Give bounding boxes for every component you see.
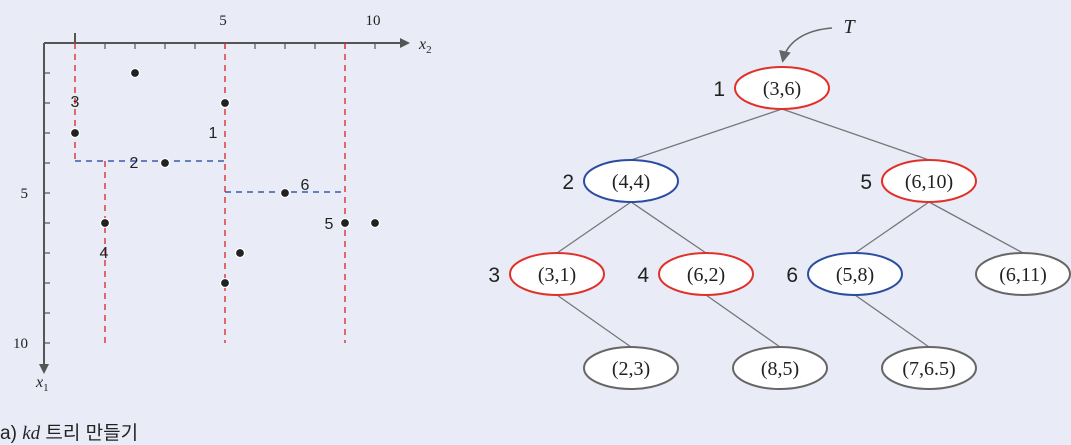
tree-node-ellipse [881,159,977,203]
tree-edge [928,201,1024,254]
split-order-label-4: 4 [100,245,109,262]
tree-node-order: 6 [786,264,798,287]
caption-suffix: 트리 만들기 [40,423,139,444]
x1-axis-label: x1 [35,374,49,394]
tree-node-n8: (2,3) [583,346,679,390]
tree-node-label: (6,11) [999,264,1047,286]
tree-node-label: (3,1) [538,264,576,286]
tree-node-ellipse [583,159,679,203]
split-order-label-6: 6 [301,177,310,194]
x2-tick-label: 10 [366,13,381,29]
tree-node-n7: (6,11) [975,252,1071,296]
x1-tick-label: 10 [13,336,28,352]
tree-node-label: (2,3) [612,358,650,380]
tree-node-ellipse [509,252,605,296]
scatter-panel: x2 x1 5 10 5 10 1 2 3 4 5 6 [13,13,432,394]
tree-node-n10: (7,6.5) [881,346,977,390]
tree-edge [556,201,632,254]
data-point [219,277,231,289]
data-point [369,217,381,229]
tree-node-n5: (6,10) 5 [860,159,977,203]
tree-edge [854,294,930,348]
tree-node-n3: (3,1) 3 [488,252,605,296]
tree-node-order: 2 [562,171,574,194]
tree-node-ellipse [807,252,903,296]
tree-edge [556,294,632,348]
split-order-label-2: 2 [130,155,139,172]
data-point [339,217,351,229]
tree-node-label: (4,4) [612,171,650,193]
split-order-label-1: 1 [209,125,218,142]
tree-node-ellipse [975,252,1071,296]
split-order-label-3: 3 [71,94,80,111]
tree-node-ellipse [881,346,977,390]
caption-kd: kd [22,423,41,444]
data-point [99,217,111,229]
tree-node-order: 3 [488,264,500,287]
tree-node-ellipse [734,66,830,110]
tree-panel: (3,6) 1 (4,4) 2 (6,10) 5 (3,1) 3 (6,2) 4 (5,8) 6 (6,… [488,16,1071,390]
tree-node-n1: (3,6) 1 [713,66,830,110]
x1-tick-label: 5 [21,186,29,202]
tree-node-order: 5 [860,171,872,194]
tree-node-label: (8,5) [761,358,799,380]
tree-node-n6: (5,8) 6 [786,252,903,296]
x1-axis-subscript: 1 [43,382,49,394]
tree-edge [781,108,930,161]
root-pointer-label: T [843,16,856,38]
tree-node-label: (5,8) [836,264,874,286]
tree-node-label: (3,6) [763,78,801,100]
tree-edge [854,201,930,254]
tree-node-ellipse [732,346,828,390]
tree-edge [630,108,783,161]
tree-node-label: (7,6.5) [902,358,955,380]
x2-axis-label: x2 [418,36,432,56]
data-point [234,247,246,259]
tree-node-ellipse [658,252,754,296]
caption-prefix: a) [0,423,23,444]
tree-node-n4: (6,2) 4 [637,252,754,296]
figure-caption: a) kd 트리 만들기 [0,418,138,445]
tree-node-ellipse [583,346,679,390]
tree-node-n2: (4,4) 2 [562,159,679,203]
tree-edge [705,294,781,348]
tree-node-label: (6,10) [905,171,953,193]
data-point [279,187,291,199]
tree-node-order: 4 [637,264,649,287]
tree-node-label: (6,2) [687,264,725,286]
data-point [69,127,81,139]
tree-edge [630,201,707,254]
tree-node-order: 1 [713,78,725,101]
data-point [219,97,231,109]
x2-axis-subscript: 2 [426,44,432,56]
split-order-label-5: 5 [325,216,334,233]
data-point [129,67,141,79]
x2-tick-label: 5 [219,13,227,29]
data-point [159,157,171,169]
tree-node-n9: (8,5) [732,346,828,390]
root-pointer-arrow [779,27,833,63]
